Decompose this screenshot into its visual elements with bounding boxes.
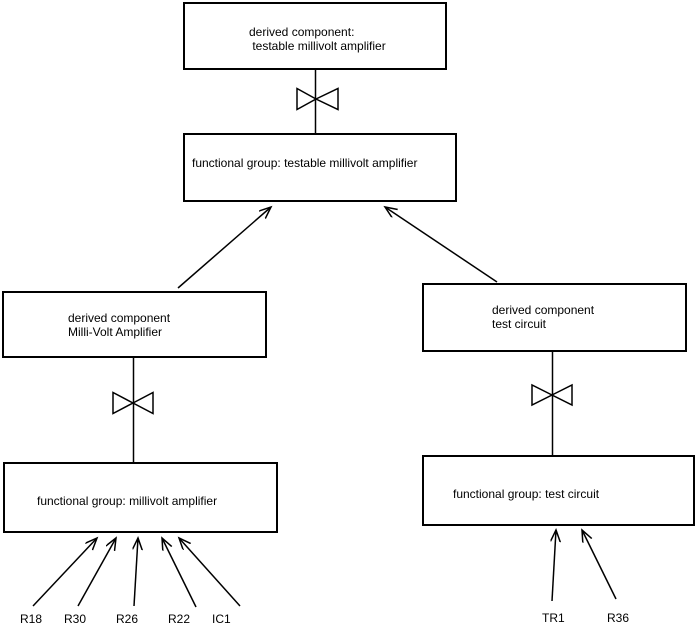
box-text-line: testable millivolt amplifier bbox=[249, 39, 386, 53]
component-label-r36: R36 bbox=[607, 611, 630, 625]
box-text-line: derived component bbox=[68, 311, 171, 325]
box-text-line: functional group: test circuit bbox=[453, 487, 600, 501]
box-text-line: test circuit bbox=[492, 317, 547, 331]
bowtie-icon-left bbox=[112, 391, 154, 415]
component-label-r22: R22 bbox=[168, 612, 191, 626]
box-text-line: functional group: millivolt amplifier bbox=[37, 494, 218, 508]
box-functional-group-testable-millivolt-amplifier: functional group: testable millivolt amp… bbox=[183, 133, 457, 202]
component-label-ic1: IC1 bbox=[212, 612, 231, 626]
box-functional-group-test-circuit: functional group: test circuit bbox=[422, 455, 695, 526]
box-derived-component-milli-volt-amplifier: derived component Milli-Volt Amplifier bbox=[2, 291, 267, 358]
box-text-line: derived component: bbox=[249, 25, 355, 39]
box-derived-component-test-circuit: derived component test circuit bbox=[422, 283, 687, 352]
box-functional-group-millivolt-amplifier: functional group: millivolt amplifier bbox=[3, 462, 278, 533]
box-text-line: Milli-Volt Amplifier bbox=[68, 325, 163, 339]
component-label-tr1: TR1 bbox=[542, 611, 565, 625]
component-label-r18: R18 bbox=[20, 612, 43, 626]
arrow-r36-to-fg-tc bbox=[582, 530, 617, 600]
arrow-derived-mva-to-fg-testable bbox=[177, 207, 271, 289]
bowtie-icon-top bbox=[296, 87, 339, 111]
component-label-r30: R30 bbox=[64, 612, 87, 626]
box-derived-component-testable-millivolt-amplifier: derived component: testable millivolt am… bbox=[183, 2, 447, 70]
component-label-r26: R26 bbox=[116, 612, 139, 626]
arrow-r30-to-fg-mva bbox=[77, 538, 116, 607]
arrow-derived-tc-to-fg-testable bbox=[385, 207, 498, 283]
arrow-ic1-to-fg-mva bbox=[179, 538, 241, 607]
box-text-line: derived component bbox=[492, 303, 595, 317]
box-text-line: functional group: testable millivolt amp… bbox=[192, 156, 418, 170]
bowtie-icon-right bbox=[531, 383, 573, 407]
arrow-r18-to-fg-mva bbox=[32, 538, 97, 607]
arrow-r26-to-fg-mva bbox=[134, 538, 138, 607]
arrow-r22-to-fg-mva bbox=[162, 538, 197, 608]
arrow-tr1-to-fg-tc bbox=[552, 530, 556, 602]
